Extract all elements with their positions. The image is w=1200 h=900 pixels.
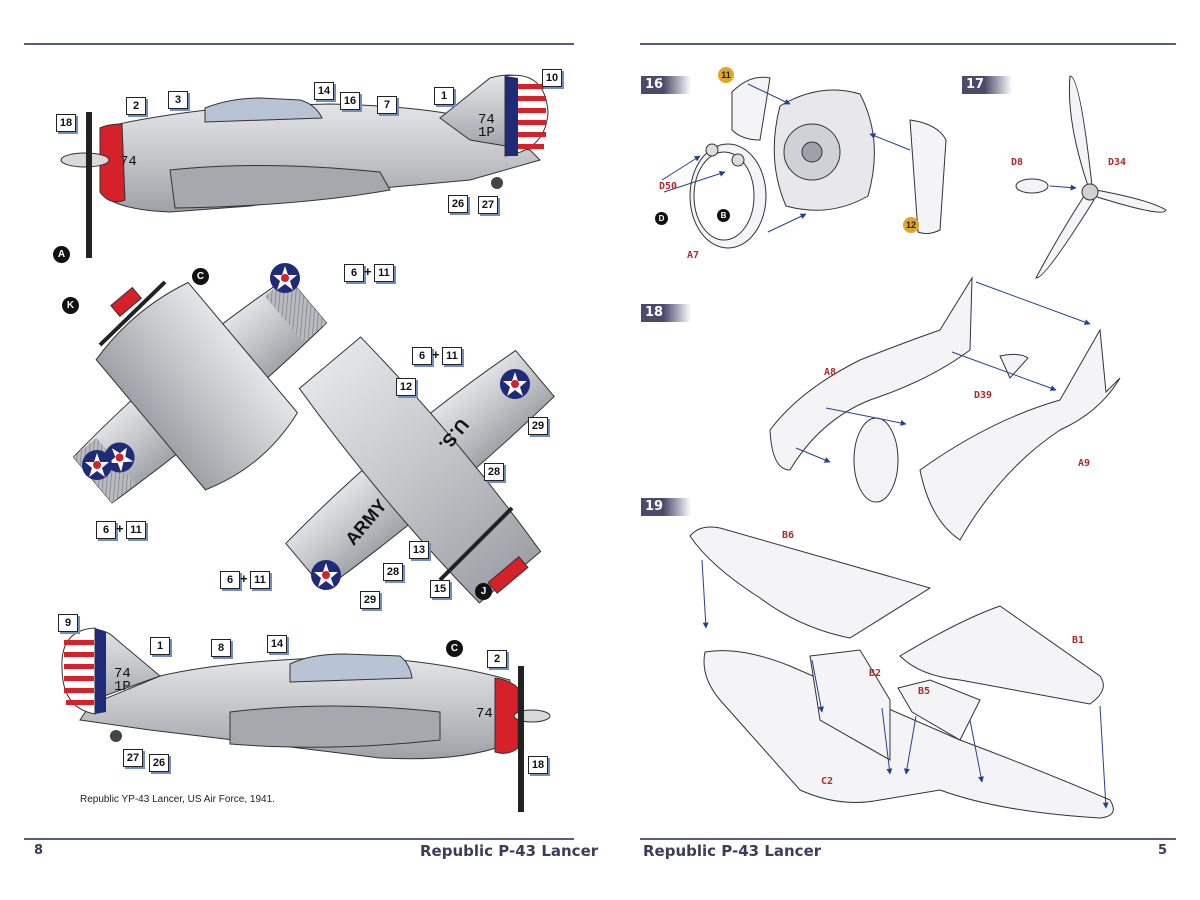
step-17-badge: 17: [962, 76, 1012, 94]
callout-26-top: 26: [448, 195, 468, 213]
gold-marker-12: 12: [903, 217, 919, 233]
left-page-number: 8: [34, 843, 44, 858]
right-top-rule: [640, 43, 1176, 45]
right-bottom-rule: [640, 838, 1176, 840]
plan-roundel-lower-left: [311, 560, 341, 590]
tail-code-bottom: 74 1P: [114, 666, 131, 695]
propeller-top: [86, 112, 92, 258]
callout-11-plan-a: 11: [374, 264, 394, 282]
part-label-d8: D8: [1011, 157, 1024, 168]
part-label-d50: D50: [659, 181, 678, 192]
plus-b: +: [432, 347, 440, 362]
propeller-plan-upper: [98, 280, 167, 347]
left-top-rule: [24, 43, 574, 45]
left-page-illustrations: [60, 74, 555, 812]
part-label-a7: A7: [687, 250, 700, 261]
nose-number-bottom: 74: [476, 706, 493, 722]
side-view-bottom: [61, 627, 551, 812]
callout-6-plan-c: 6: [96, 521, 116, 539]
callout-2-bottom: 2: [487, 650, 507, 668]
callout-29-plan-b: 29: [360, 591, 380, 609]
callout-1-bottom: 1: [150, 637, 170, 655]
callout-28-plan-b: 28: [383, 563, 403, 581]
plan-roundel-lower-right: [500, 369, 530, 399]
side-view-top: [60, 74, 549, 258]
callout-28-plan-a: 28: [484, 463, 504, 481]
part-label-b6: B6: [782, 530, 795, 541]
callout-12-plan: 12: [396, 378, 416, 396]
circle-label-k: K: [62, 297, 79, 314]
callout-16-top: 16: [340, 92, 360, 110]
callout-11-plan-b: 11: [442, 347, 462, 365]
callout-9-bottom: 9: [58, 614, 78, 632]
circle-label-a: A: [53, 246, 70, 263]
callout-15-plan: 15: [430, 580, 450, 598]
part-label-b5: B5: [918, 686, 931, 697]
circle-label-c-lower: C: [446, 640, 463, 657]
circle-label-b: B: [717, 209, 730, 222]
callout-7-top: 7: [377, 96, 397, 114]
callout-11-plan-d: 11: [250, 571, 270, 589]
callout-18-bottom: 18: [528, 756, 548, 774]
plan-roundel-upper-left: [82, 450, 112, 480]
plus-a: +: [364, 264, 372, 279]
callout-29-plan-a: 29: [528, 417, 548, 435]
right-footer-title: Republic P-43 Lancer: [643, 842, 822, 860]
step-18-badge: 18: [641, 304, 691, 322]
callout-6-plan-b: 6: [412, 347, 432, 365]
aircraft-caption: Republic YP-43 Lancer, US Air Force, 194…: [80, 794, 275, 805]
part-label-d34: D34: [1108, 157, 1127, 168]
callout-6-plan-a: 6: [344, 264, 364, 282]
callout-27-top: 27: [478, 196, 498, 214]
propeller-plan-lower: [438, 506, 514, 582]
callout-8-bottom: 8: [211, 639, 231, 657]
callout-11-plan-c: 11: [126, 521, 146, 539]
step16-engine-assembly: [661, 76, 947, 249]
callout-3-top: 3: [168, 91, 188, 109]
left-bottom-rule: [24, 838, 574, 840]
plus-d: +: [240, 571, 248, 586]
part-label-b2: B2: [869, 668, 882, 679]
step17-propeller: [1015, 75, 1167, 279]
part-label-b1: B1: [1072, 635, 1085, 646]
part-label-a9: A9: [1078, 458, 1091, 469]
callout-10-top: 10: [542, 69, 562, 87]
part-label-d39: D39: [974, 390, 993, 401]
right-page-number: 5: [1158, 843, 1168, 858]
step-16-badge: 16: [641, 76, 691, 94]
circle-label-d: D: [655, 212, 668, 225]
callout-14-top: 14: [314, 82, 334, 100]
gold-marker-11: 11: [718, 67, 734, 83]
circle-label-j: J: [475, 583, 492, 600]
rudder-stripes: [505, 76, 546, 156]
step-19-badge: 19: [641, 498, 691, 516]
callout-2-top: 2: [126, 97, 146, 115]
part-label-a8: A8: [824, 367, 837, 378]
callout-13-plan: 13: [409, 541, 429, 559]
circle-label-c-upper: C: [192, 268, 209, 285]
step19-wings: [689, 526, 1114, 819]
callout-1-top: 1: [434, 87, 454, 105]
callout-6-plan-d: 6: [220, 571, 240, 589]
plus-c: +: [116, 521, 124, 536]
left-footer-title: Republic P-43 Lancer: [420, 842, 599, 860]
propeller-bottom: [518, 666, 524, 812]
callout-14-bottom: 14: [267, 635, 287, 653]
step18-fuselage: [769, 276, 1121, 541]
nose-number-top: 74: [120, 154, 137, 170]
callout-27-bottom: 27: [123, 749, 143, 767]
plan-roundel-upper-right: [270, 263, 300, 293]
callout-26-bottom: 26: [149, 754, 169, 772]
part-label-c2: C2: [821, 776, 834, 787]
tail-code-top: 74 1P: [478, 112, 495, 141]
callout-18-top: 18: [56, 114, 76, 132]
